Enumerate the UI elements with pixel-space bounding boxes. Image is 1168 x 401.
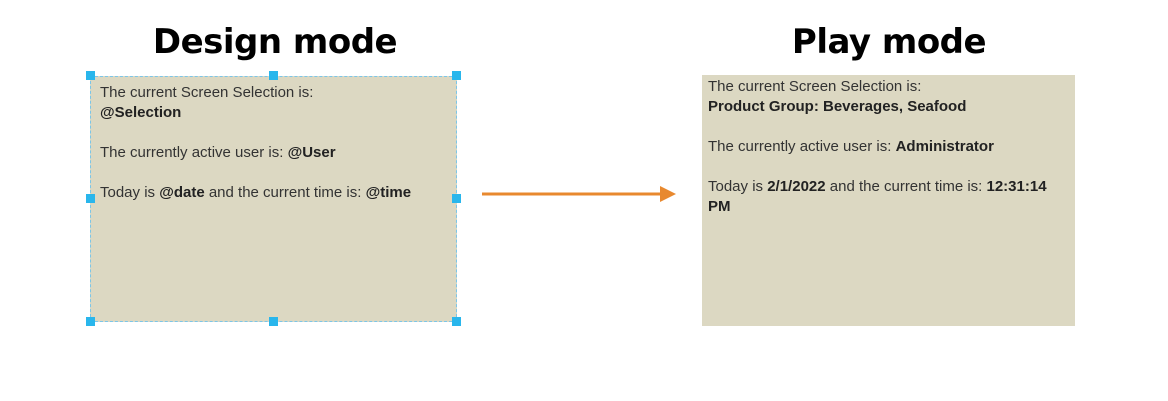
resize-handle-right[interactable] — [452, 194, 461, 203]
play-mode-text-panel: The current Screen Selection is: Product… — [702, 75, 1075, 326]
spacer — [100, 163, 447, 183]
resize-handle-top-left[interactable] — [86, 71, 95, 80]
resize-handle-bottom-right[interactable] — [452, 317, 461, 326]
date-label: Today is — [708, 178, 768, 195]
time-label: and the current time is: — [204, 184, 366, 201]
user-line: The currently active user is: @User — [100, 143, 447, 163]
selection-placeholder: @Selection — [100, 104, 182, 121]
resize-handle-bottom-left[interactable] — [86, 317, 95, 326]
date-time-line: Today is @date and the current time is: … — [100, 183, 447, 203]
selection-value: Product Group: Beverages, Seafood — [708, 98, 967, 115]
user-label: The currently active user is: — [100, 144, 288, 161]
spacer — [100, 123, 447, 143]
time-value: 12:31:14 PM — [708, 178, 1047, 215]
resize-handle-left[interactable] — [86, 194, 95, 203]
resize-handle-top[interactable] — [269, 71, 278, 80]
user-value: Administrator — [895, 138, 994, 155]
spacer — [708, 117, 1069, 137]
selection-label: The current Screen Selection is: — [100, 84, 314, 101]
time-label: and the current time is: — [825, 178, 987, 195]
selection-label: The current Screen Selection is: — [708, 78, 922, 95]
spacer — [708, 157, 1069, 177]
user-placeholder: @User — [287, 144, 336, 161]
user-line: The currently active user is: Administra… — [708, 137, 1069, 157]
resize-handle-top-right[interactable] — [452, 71, 461, 80]
date-label: Today is — [100, 184, 160, 201]
design-mode-heading: Design mode — [152, 22, 398, 62]
arrow-right-icon — [482, 186, 676, 202]
date-placeholder: @date — [159, 184, 205, 201]
design-mode-text-panel[interactable]: The current Screen Selection is: @Select… — [90, 76, 457, 322]
date-time-line: Today is 2/1/2022 and the current time i… — [708, 177, 1069, 217]
user-label: The currently active user is: — [708, 138, 896, 155]
date-value: 2/1/2022 — [767, 178, 826, 195]
time-placeholder: @time — [365, 184, 412, 201]
resize-handle-bottom[interactable] — [269, 317, 278, 326]
play-mode-heading: Play mode — [791, 22, 987, 62]
